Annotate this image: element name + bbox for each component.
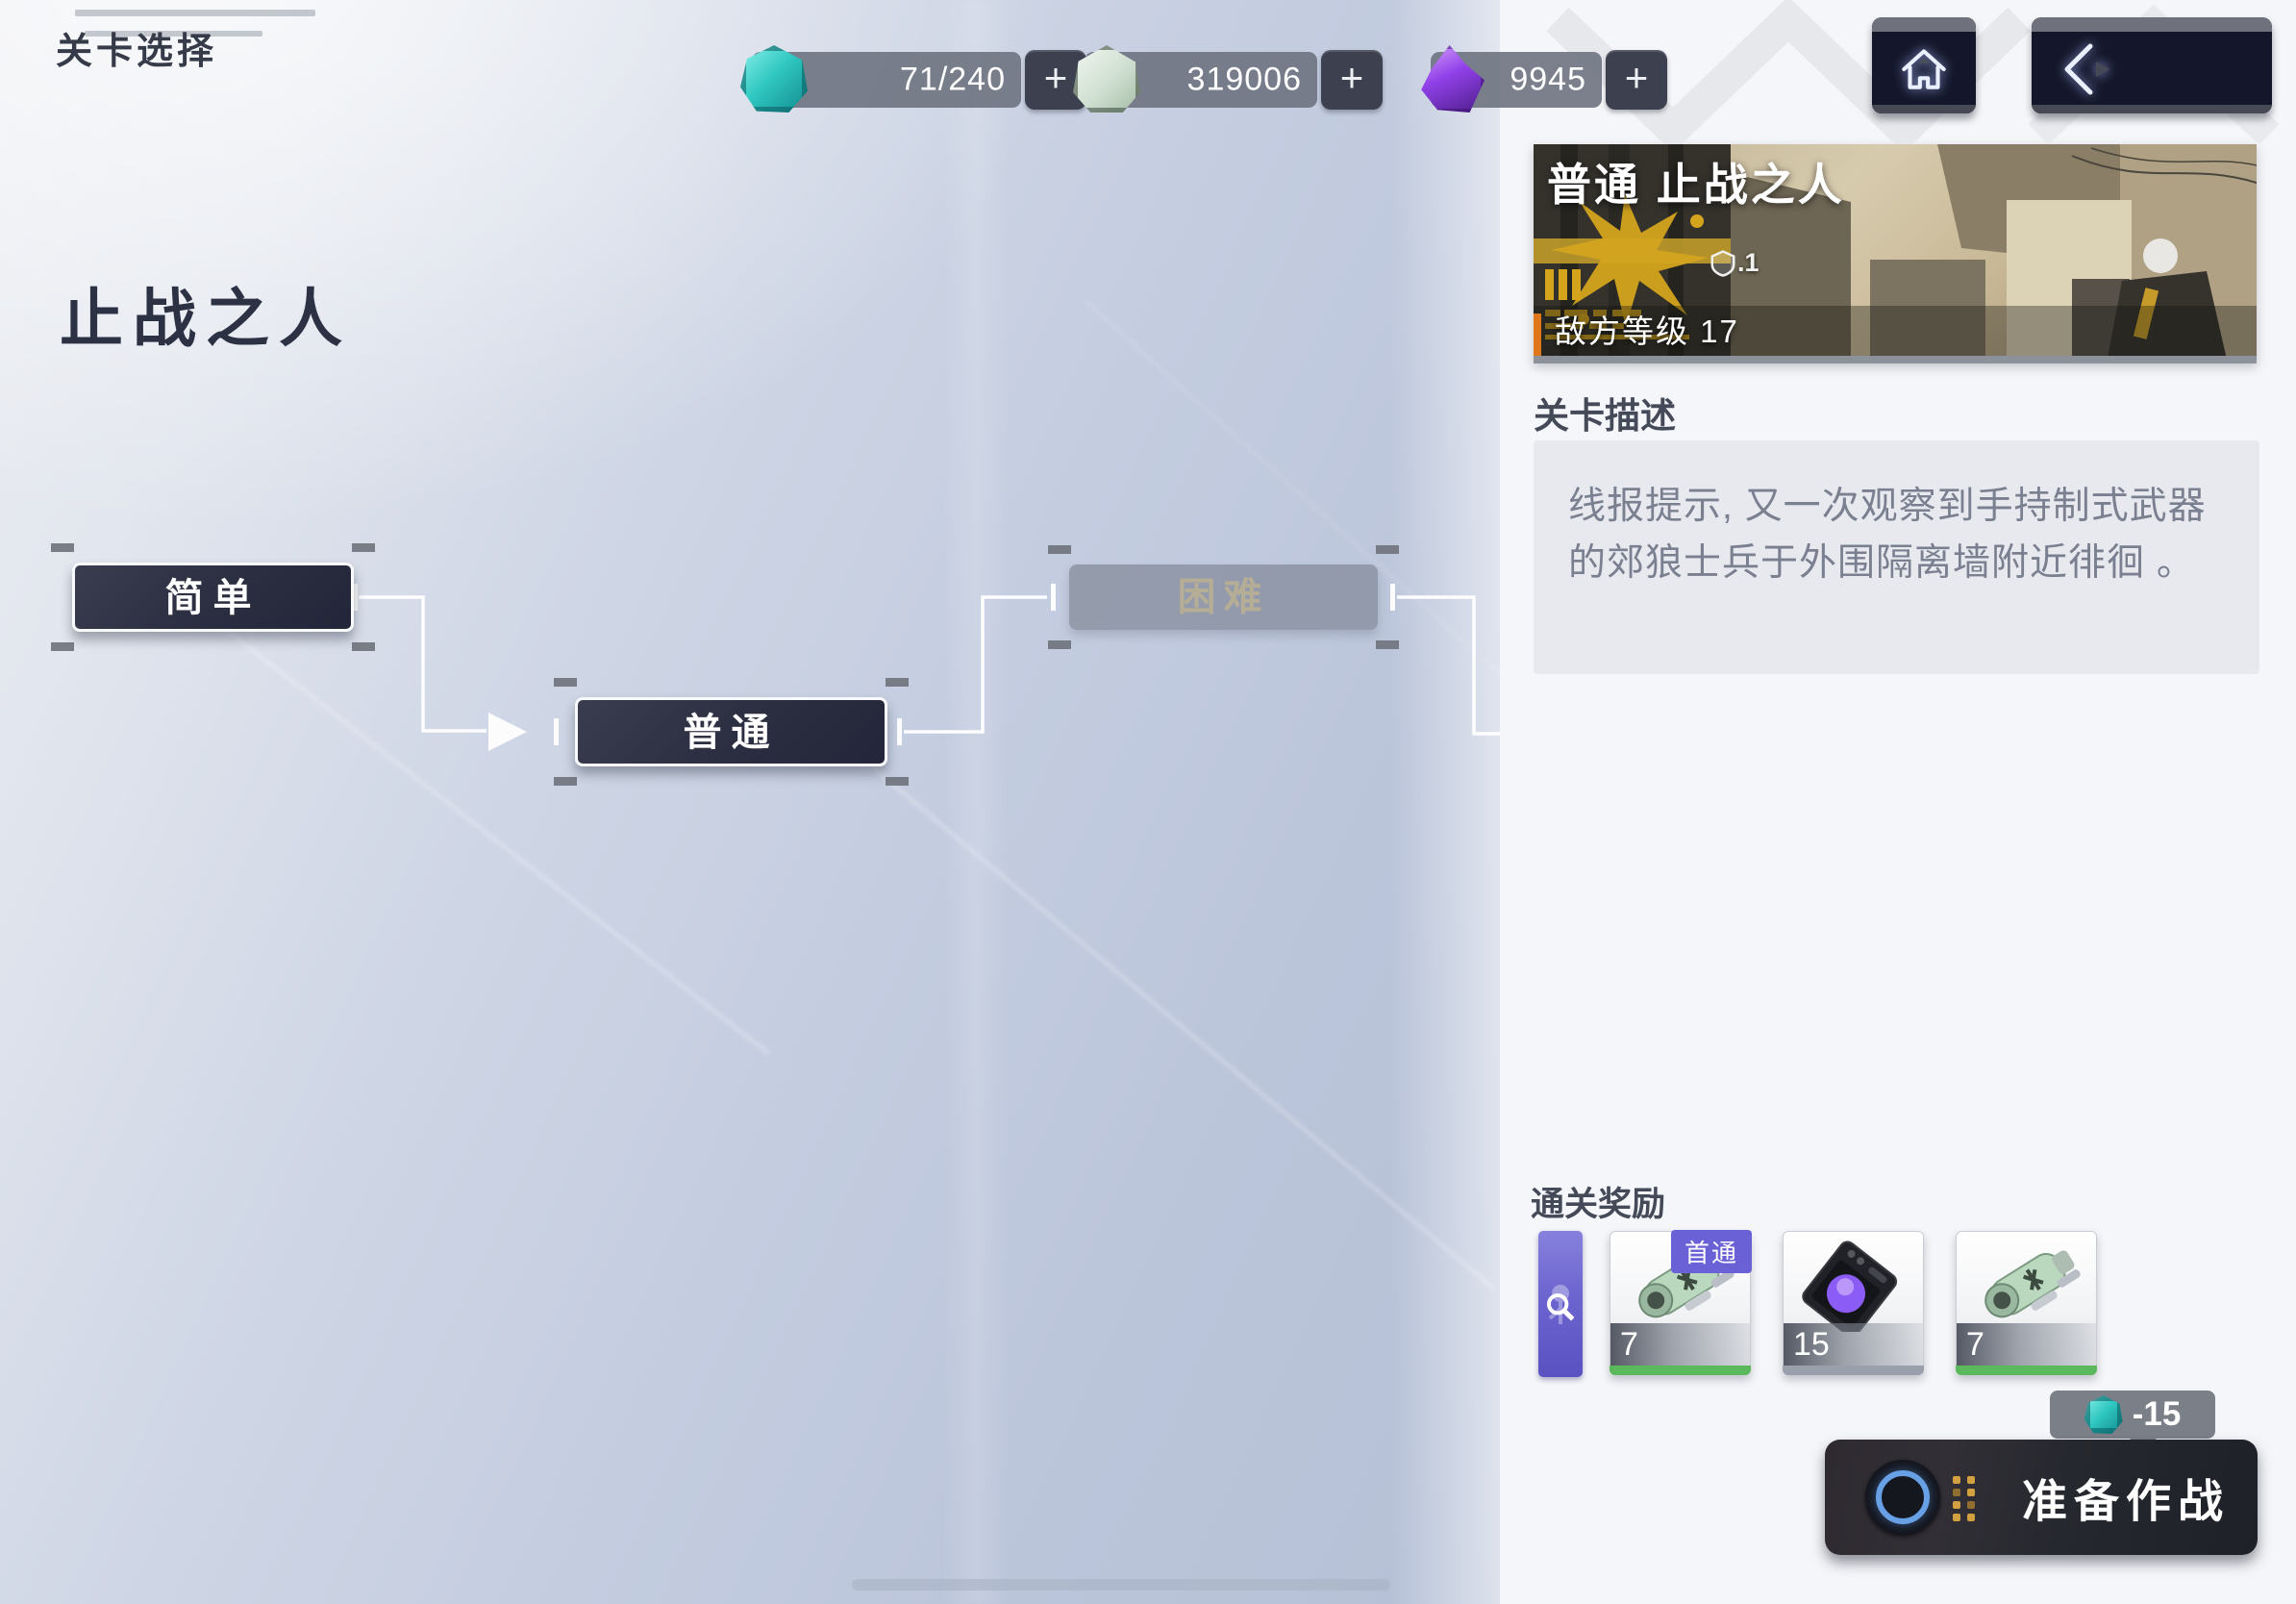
prepare-battle-label: 准备作战: [2022, 1475, 2230, 1527]
stage-info-panel: 普通 止战之人 .1 敌方等级 17 关卡描述 线报提示, 又一次观察到手持制式…: [1500, 0, 2296, 1604]
credits-value: 319006: [1186, 61, 1302, 98]
description-text: 线报提示, 又一次观察到手持制式武器的郊狼士兵于外围隔离墙附近徘徊 。: [1568, 486, 2207, 584]
teal-gem-icon: [740, 45, 808, 113]
difficulty-connector-lines: [0, 0, 1500, 1604]
reward-item-card[interactable]: 7: [1956, 1231, 2097, 1375]
stage-title: 止战之人: [60, 283, 352, 354]
home-icon: [1902, 49, 1946, 89]
rarity-bar: [1956, 1366, 2097, 1375]
purple-crystal-icon: [1421, 45, 1485, 113]
corner-marker: [1048, 640, 1071, 649]
first-clear-badge: 首通: [1670, 1230, 1752, 1273]
difficulty-node-normal[interactable]: 普通: [575, 697, 887, 766]
corner-marker: [886, 678, 909, 687]
enemy-level-label: 敌方等级 17: [1555, 313, 1739, 349]
credits-resource: 319006: [1073, 45, 1317, 113]
reward-count: 7: [1957, 1323, 2096, 1366]
stamina-resource: 71/240: [740, 45, 1021, 113]
corner-marker: [51, 543, 74, 552]
corner-marker: [554, 678, 577, 687]
difficulty-node-hard-frame: 困难: [1048, 545, 1399, 649]
banner-stage-title: 普通 止战之人: [1547, 160, 1845, 210]
corner-marker: [1376, 545, 1399, 554]
reward-count: 7: [1610, 1323, 1750, 1366]
rarity-bar: [1610, 1366, 1751, 1375]
green-canister-icon: [1984, 1250, 2081, 1318]
home-button[interactable]: [1872, 17, 1976, 113]
enemy-level-accent-bar: [1534, 313, 1541, 356]
add-crystals-button[interactable]: +: [1606, 50, 1667, 110]
corner-marker: [51, 642, 74, 651]
description-title: 关卡描述: [1534, 396, 1676, 436]
back-icon: [2064, 43, 2109, 95]
stage-banner-art: [1534, 144, 2257, 363]
corner-marker: [1048, 545, 1071, 554]
corner-marker: [352, 543, 375, 552]
scene-edge-fade: [1389, 0, 1500, 1604]
reward-count: 15: [1784, 1323, 1923, 1366]
reward-item-card[interactable]: 15: [1783, 1231, 1924, 1375]
stamina-value: 71/240: [900, 61, 1006, 98]
stamina-cost-value: -15: [2132, 1395, 2182, 1433]
add-credits-button[interactable]: +: [1321, 50, 1383, 110]
scene-streak: [942, 0, 1010, 1604]
battle-ring-icon: [1865, 1460, 1940, 1535]
corner-marker: [886, 777, 909, 786]
teal-gem-icon: [2084, 1395, 2123, 1434]
debug-text-placeholder: [75, 10, 315, 16]
banner-count-badge: .1: [1709, 248, 1759, 278]
stamina-cost-tooltip: -15: [2050, 1391, 2215, 1451]
dots-grid-icon: [1953, 1476, 1976, 1521]
debug-text-placeholder: [85, 31, 262, 37]
black-device-icon: [1802, 1241, 1898, 1332]
corner-marker: [352, 642, 375, 651]
corner-marker: [1376, 640, 1399, 649]
reward-search-button[interactable]: [1538, 1231, 1583, 1377]
reward-item-card[interactable]: 首通 7: [1610, 1230, 1752, 1375]
back-button[interactable]: [2032, 17, 2272, 113]
difficulty-node-easy[interactable]: 简单: [72, 563, 354, 632]
crystals-value: 9945: [1510, 61, 1586, 98]
horizontal-scrollbar[interactable]: [852, 1579, 1390, 1591]
top-resource-bar: 71/240 + 319006 + 9945 +: [0, 0, 2296, 125]
page-title: 关卡选择: [56, 32, 218, 72]
prepare-battle-button[interactable]: 准备作战: [1825, 1440, 2258, 1555]
corner-marker: [554, 777, 577, 786]
difficulty-node-normal-frame: 普通: [554, 678, 909, 786]
description-box: 线报提示, 又一次观察到手持制式武器的郊狼士兵于外围隔离墙附近徘徊 。: [1534, 440, 2259, 674]
stage-banner: 普通 止战之人 .1 敌方等级 17: [1534, 144, 2257, 363]
shield-icon: [1710, 249, 1735, 277]
crystals-resource: 9945: [1421, 45, 1602, 113]
stage-map-scene: 关卡选择 止战之人 简单: [0, 0, 1500, 1604]
rewards-title: 通关奖励: [1531, 1186, 1666, 1223]
search-icon: [1546, 1293, 1575, 1321]
difficulty-node-hard[interactable]: 困难: [1069, 564, 1378, 630]
difficulty-node-easy-frame: 简单: [51, 543, 375, 651]
rarity-bar: [1783, 1366, 1924, 1375]
